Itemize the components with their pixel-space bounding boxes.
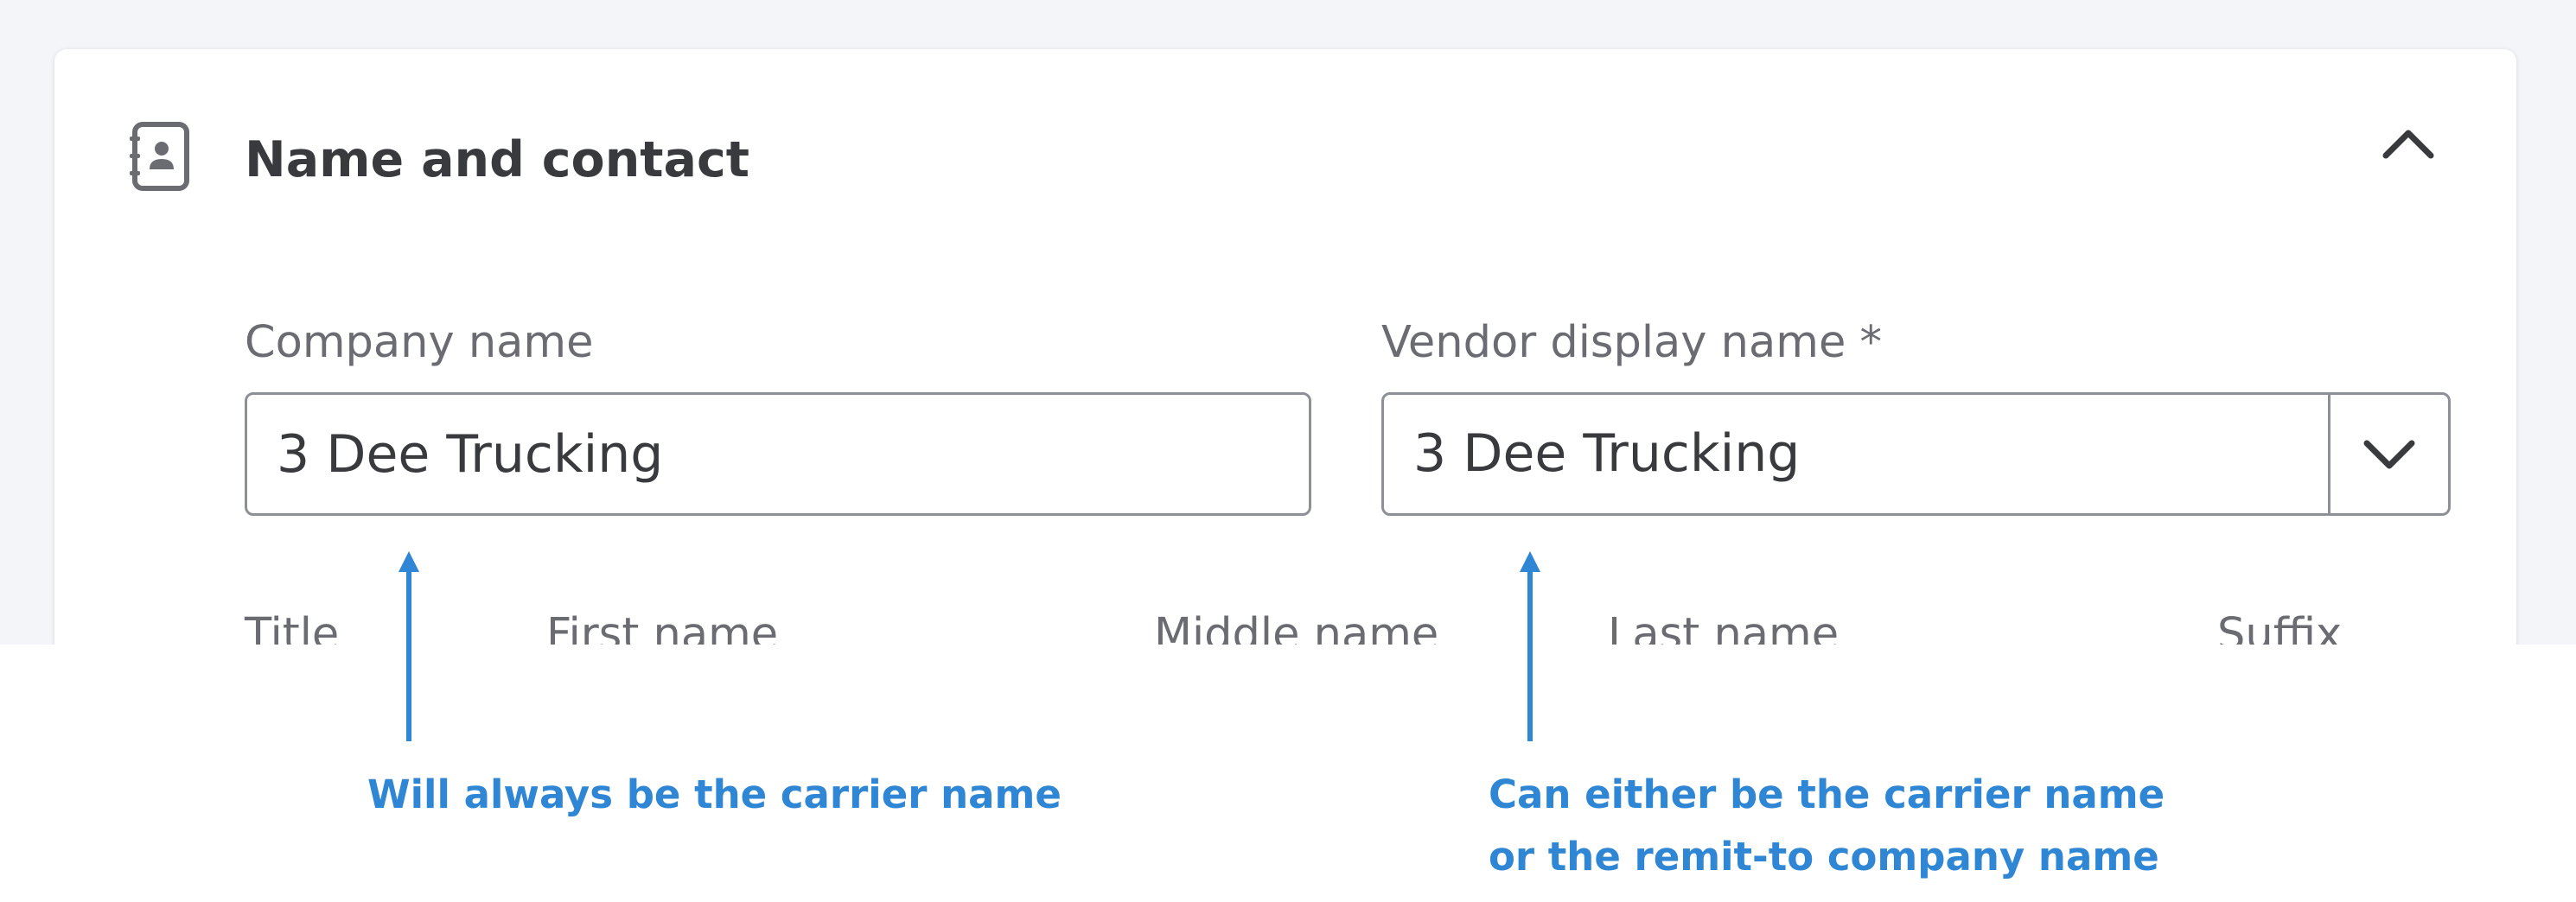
address-book-icon xyxy=(128,121,194,192)
company-name-input[interactable] xyxy=(245,392,1311,516)
chevron-down-icon xyxy=(2363,440,2415,469)
vendor-display-name-label: Vendor display name * xyxy=(1381,317,1883,368)
annotation-area xyxy=(0,645,2576,902)
collapse-section-button[interactable] xyxy=(2377,119,2439,171)
chevron-up-icon xyxy=(2382,130,2434,159)
company-annotation-text: Will always be the carrier name xyxy=(367,772,1062,817)
vendor-display-name-combobox[interactable]: 3 Dee Trucking xyxy=(1381,392,2451,516)
name-and-contact-card xyxy=(54,49,2516,654)
section-title: Name and contact xyxy=(245,131,750,188)
vendor-display-name-dropdown-button[interactable] xyxy=(2331,395,2448,513)
vendor-display-name-value[interactable]: 3 Dee Trucking xyxy=(1413,423,1801,484)
company-name-label: Company name xyxy=(245,317,594,368)
vendor-annotation-text-line1: Can either be the carrier name xyxy=(1489,772,2165,817)
combobox-divider xyxy=(2328,395,2331,513)
vendor-annotation-text-line2: or the remit-to company name xyxy=(1489,834,2159,880)
